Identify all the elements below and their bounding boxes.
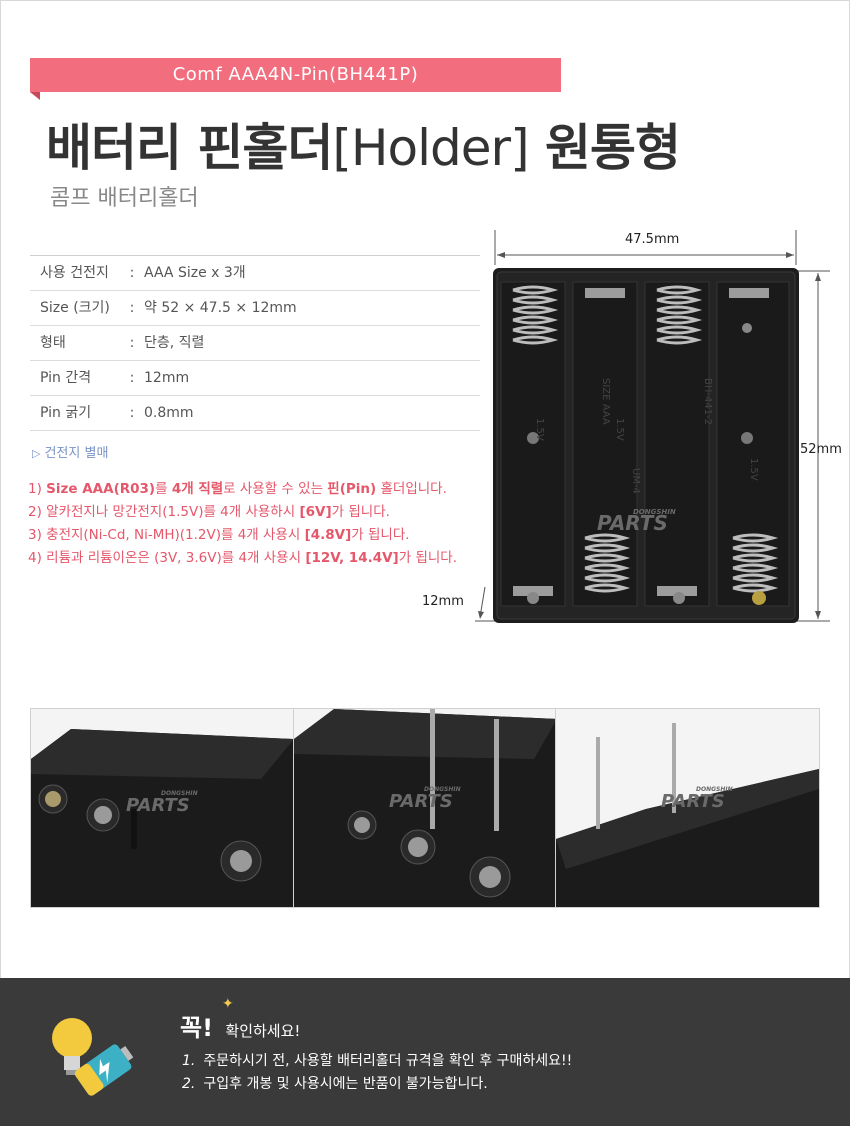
notice-heading: 꼭! ✦ 확인하세요! bbox=[180, 996, 301, 1043]
watermark-top: DONGSHIN bbox=[696, 786, 733, 793]
notice-footer: 꼭! ✦ 확인하세요! 1.주문하시기 전, 사용할 배터리홀더 규격을 확인 … bbox=[0, 978, 850, 1126]
holder-label: UM-4 bbox=[630, 468, 641, 494]
pins-view-photo: DONGSHIN PARTS bbox=[293, 709, 556, 907]
holder-label: BH-441-2 bbox=[702, 378, 713, 425]
spec-row: Pin 굵기:0.8mm bbox=[30, 396, 480, 431]
model-banner: Comf AAA4N-Pin(BH441P) bbox=[30, 58, 561, 100]
spec-row: Pin 간격:12mm bbox=[30, 361, 480, 396]
product-title: 배터리 핀홀더[Holder] 원통형 bbox=[46, 108, 681, 180]
notice-item: 2.구입후 개봉 및 사용시에는 반품이 불가능합니다. bbox=[182, 1076, 488, 1092]
battery-note-text: 건전지 별매 bbox=[44, 446, 109, 461]
gallery-photo-back: DONGSHIN PARTS bbox=[556, 709, 820, 907]
spec-separator: : bbox=[129, 335, 135, 351]
notice-heading-sub: 확인하세요! bbox=[225, 1022, 301, 1040]
spec-row: 형태: 단층, 직렬 bbox=[30, 326, 480, 361]
bulb-battery-icon bbox=[52, 1018, 134, 1096]
holder-label: SIZE AAA bbox=[600, 378, 611, 425]
spec-key: Pin 간격 bbox=[40, 370, 92, 386]
photo-gallery: DONGSHIN PARTS DONGSHIN PARTS bbox=[30, 708, 820, 908]
note-line-3: 3) 충전지(Ni-Cd, Ni-MH)(1.2V)를 4개 사용시 [4.8V… bbox=[28, 527, 410, 543]
spec-value: 약 52 × 47.5 × 12mm bbox=[144, 300, 297, 316]
product-subtitle: 콤프 배터리홀더 bbox=[50, 186, 199, 211]
height-dimension: 52mm bbox=[800, 442, 842, 457]
spec-table: 사용 건전지: AAA Size x 3개 Size (크기): 약 52 × 47… bbox=[30, 255, 480, 431]
usage-notes: 1) Size AAA(R03)를 4개 직렬로 사용할 수 있는 핀(Pin)… bbox=[28, 478, 457, 570]
spec-key: 형태 bbox=[40, 335, 66, 351]
note-line-1: 1) Size AAA(R03)를 4개 직렬로 사용할 수 있는 핀(Pin)… bbox=[28, 481, 447, 497]
spec-value: 0.8mm bbox=[144, 405, 194, 421]
back-view-photo: DONGSHIN PARTS bbox=[556, 709, 820, 907]
watermark-main: PARTS bbox=[661, 791, 725, 812]
watermark-top: DONGSHIN bbox=[424, 786, 461, 793]
spec-value: 12mm bbox=[144, 370, 190, 386]
spec-separator: : bbox=[129, 265, 135, 281]
notice-list: 1.주문하시기 전, 사용할 배터리홀더 규격을 확인 후 구매하세요!! 2.… bbox=[182, 1050, 572, 1096]
triangle-right-icon: ▷ bbox=[32, 447, 41, 460]
watermark-logo: DONGSHIN PARTS bbox=[661, 786, 733, 812]
gallery-photo-pins: DONGSHIN PARTS bbox=[293, 709, 557, 907]
spec-value: 단층, 직렬 bbox=[144, 335, 205, 351]
spec-row: Size (크기): 약 52 × 47.5 × 12mm bbox=[30, 291, 480, 326]
watermark-main: PARTS bbox=[389, 791, 453, 812]
battery-holder-photo: 1.5V SIZE AAA 1.5V UM-4 BH-441-2 1.5V DO… bbox=[493, 268, 799, 623]
watermark-logo: DONGSHIN PARTS bbox=[597, 508, 676, 535]
side-view-photo: DONGSHIN PARTS bbox=[31, 709, 293, 907]
watermark-main: PARTS bbox=[597, 511, 668, 535]
note-line-2: 2) 알카전지나 망간전지(1.5V)를 4개 사용하시 [6V]가 됩니다. bbox=[28, 504, 390, 520]
title-end: 원통형 bbox=[528, 119, 681, 177]
notice-heading-main: 꼭 bbox=[180, 1014, 203, 1042]
watermark-logo: DONGSHIN PARTS bbox=[389, 786, 461, 812]
watermark-main: PARTS bbox=[126, 795, 190, 816]
spec-separator: : bbox=[129, 300, 135, 316]
spec-key: Size (크기) bbox=[40, 300, 110, 316]
battery-sold-separately-note: ▷건전지 별매 bbox=[32, 442, 108, 461]
watermark-top: DONGSHIN bbox=[633, 508, 676, 516]
title-holder: [Holder] bbox=[332, 119, 529, 177]
spec-separator: : bbox=[129, 370, 135, 386]
spec-value: AAA Size x 3개 bbox=[144, 265, 246, 281]
notice-heading-exclaim: ! bbox=[202, 1014, 214, 1042]
spec-row: 사용 건전지: AAA Size x 3개 bbox=[30, 256, 480, 291]
spec-key: Pin 굵기 bbox=[40, 405, 92, 421]
notice-item: 1.주문하시기 전, 사용할 배터리홀더 규격을 확인 후 구매하세요!! bbox=[182, 1053, 573, 1069]
spec-separator: : bbox=[129, 405, 135, 421]
gallery-photo-side: DONGSHIN PARTS bbox=[31, 709, 294, 907]
holder-label: 1.5V bbox=[534, 418, 545, 441]
dimension-lines bbox=[475, 230, 830, 622]
title-main: 배터리 핀홀더 bbox=[46, 119, 333, 177]
holder-label: 1.5V bbox=[614, 418, 625, 441]
note-line-4: 4) 리튬과 리튬이온은 (3V, 3.6V)를 4개 사용시 [12V, 14… bbox=[28, 550, 457, 566]
model-name: Comf AAA4N-Pin(BH441P) bbox=[172, 64, 419, 85]
holder-label: 1.5V bbox=[748, 458, 759, 481]
spark-icon: ✦ bbox=[222, 996, 234, 1012]
spec-key: 사용 건전지 bbox=[40, 265, 109, 281]
watermark-logo: DONGSHIN PARTS bbox=[126, 790, 198, 816]
depth-dimension: 12mm bbox=[422, 594, 464, 609]
watermark-top: DONGSHIN bbox=[161, 790, 198, 797]
banner-notch bbox=[30, 92, 40, 100]
width-dimension: 47.5mm bbox=[625, 232, 680, 247]
